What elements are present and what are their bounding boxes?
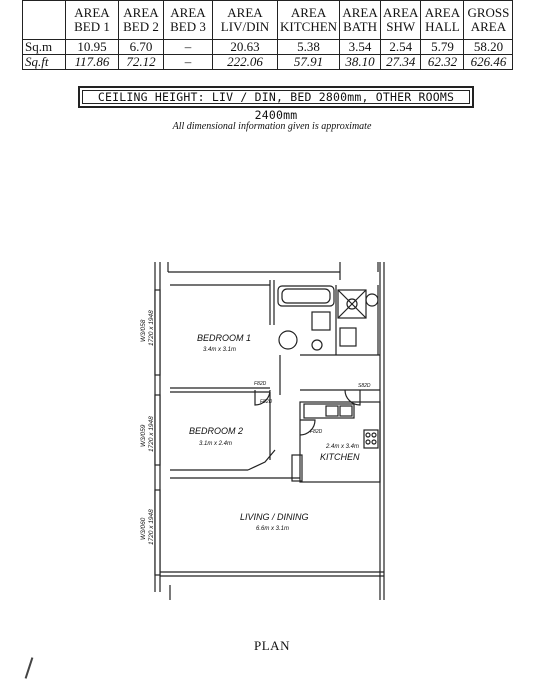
cell: 5.38 <box>276 39 341 55</box>
row-label: Sq.m <box>22 39 66 55</box>
window-tag: W3/059 <box>140 424 147 447</box>
window-size: 1720 x 1948 <box>148 416 155 452</box>
door-label: F82D <box>254 381 267 387</box>
window-w3-060 <box>154 489 161 576</box>
door-label: F82D <box>260 399 273 405</box>
room-dims-kitchen: 2.4m x 3.4m <box>325 444 359 450</box>
cell: – <box>163 54 213 70</box>
cell: 20.63 <box>212 39 278 55</box>
pencil-mark <box>24 657 34 679</box>
area-header-blank <box>22 0 66 40</box>
window-tag: W3/060 <box>140 517 147 540</box>
bathtub <box>277 285 335 307</box>
room-name-kitchen: KITCHEN <box>320 452 360 462</box>
cell: – <box>163 39 213 55</box>
door-label: S82D <box>358 383 371 389</box>
room-name-bedroom1: BEDROOM 1 <box>197 333 251 343</box>
room-name-living: LIVING / DINING <box>240 512 309 522</box>
door-entry <box>344 389 361 406</box>
plan-label: PLAN <box>254 638 290 653</box>
area-row-sqft: Sq.ft 117.86 72.12 – 222.06 57.91 38.10 … <box>22 54 514 70</box>
kitchen-counter <box>303 403 355 419</box>
cell: 38.10 <box>339 54 382 70</box>
cell: 2.54 <box>380 39 422 55</box>
window-tag: W3/058 <box>140 319 147 342</box>
window-size: 1720 x 1948 <box>148 310 155 346</box>
cell: 27.34 <box>380 54 422 70</box>
cell: 58.20 <box>463 39 514 55</box>
kitchen-outline <box>299 401 381 483</box>
cell: 3.54 <box>339 39 382 55</box>
room-dims-bedroom1: 3.4m x 3.1m <box>203 347 236 353</box>
bed2-wall-angle <box>247 449 276 471</box>
shower-tray <box>337 289 367 319</box>
hob <box>363 429 379 449</box>
basin <box>278 330 298 350</box>
door-label: F82D <box>310 429 323 435</box>
window-w3-058 <box>154 289 161 376</box>
cell: 72.12 <box>118 54 164 70</box>
cell: 6.70 <box>118 39 164 55</box>
cell: 57.91 <box>276 54 341 70</box>
door-kitchen <box>299 419 316 436</box>
cell: 222.06 <box>212 54 278 70</box>
wc <box>311 311 331 331</box>
room-name-bedroom2: BEDROOM 2 <box>189 426 243 436</box>
cell: 626.46 <box>463 54 514 70</box>
disclaimer: All dimensional information given is app… <box>172 121 372 132</box>
cell: 117.86 <box>65 54 119 70</box>
window-size: 1720 x 1948 <box>148 509 155 545</box>
window-w3-059 <box>154 394 161 466</box>
cell: 62.32 <box>420 54 465 70</box>
floor-plan: BEDROOM 1 3.4m x 3.1m BEDROOM 2 3.1m x 2… <box>140 262 385 600</box>
room-dims-bedroom2: 3.1m x 2.4m <box>199 441 232 447</box>
cell: 10.95 <box>65 39 119 55</box>
row-label: Sq.ft <box>22 54 66 70</box>
ceiling-height-note: CEILING HEIGHT: LIV / DIN, BED 2800mm, O… <box>78 86 474 122</box>
room-dims-living: 6.6m x 3.1m <box>256 526 289 532</box>
cell: 5.79 <box>420 39 465 55</box>
area-row-sqm: Sq.m 10.95 6.70 – 20.63 5.38 3.54 2.54 5… <box>22 39 514 55</box>
